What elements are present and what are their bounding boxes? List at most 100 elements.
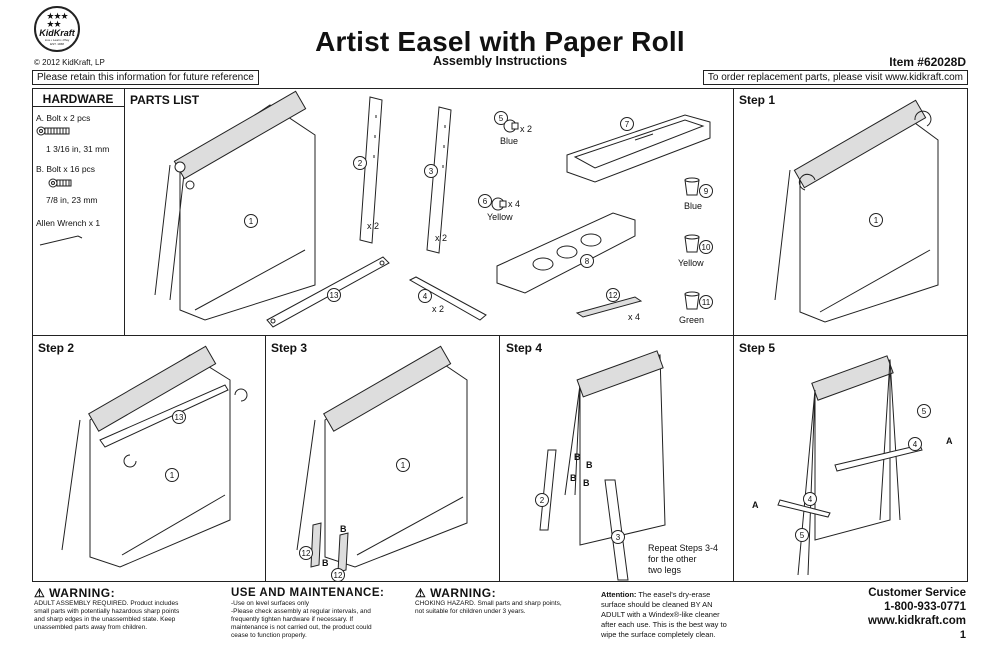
customer-service-phone: 1-800-933-0771 (884, 601, 966, 613)
step-3-part-1: 1 (396, 458, 410, 472)
step-4-bolt-b-4: B (583, 478, 590, 488)
part-12-qty: x 4 (628, 312, 641, 322)
attention-text: Attention: The easel's dry-erase surface… (601, 590, 771, 640)
tray-8-drawing (496, 212, 636, 294)
bracket-12-drawing (575, 296, 643, 318)
step-4-note-2: for the other (648, 554, 697, 564)
step-5-part-5a: 5 (917, 404, 931, 418)
item-number: Item #62028D (889, 55, 966, 69)
hardware-a-size: 1 3/16 in, 31 mm (46, 144, 110, 154)
part-4-number: 4 (418, 289, 432, 303)
logo-est: EST. 1968 (50, 42, 64, 46)
attention-line: The easel's dry-erase (636, 590, 711, 599)
warning-1-line: ADULT ASSEMBLY REQUIRED. Product include… (34, 600, 179, 607)
customer-service-website[interactable]: www.kidkraft.com (868, 615, 966, 627)
hardware-title: HARDWARE (42, 92, 114, 106)
step-1-part-number: 1 (869, 213, 883, 227)
step-4-title: Step 4 (506, 341, 543, 355)
step-5-title: Step 5 (739, 341, 776, 355)
hardware-tool-label: Allen Wrench x 1 (36, 218, 101, 228)
logo-name: KidKraft (39, 28, 75, 38)
parts-list-title: PARTS LIST (130, 93, 200, 107)
step-3-part-12b: 12 (331, 568, 345, 582)
step-4-bolt-b-3: B (570, 473, 577, 483)
part-12-number: 12 (606, 288, 620, 302)
part-8-number: 8 (580, 254, 594, 268)
divider-step2 (265, 335, 266, 582)
hardware-a-label: A. Bolt x 2 pcs (36, 113, 91, 123)
knob-6-icon (491, 197, 507, 211)
allen-wrench-icon (39, 235, 83, 246)
step-5-drawing (777, 355, 923, 576)
knob-5-icon (503, 119, 519, 133)
part-4-qty: x 2 (432, 304, 445, 314)
part-4-drawing (408, 276, 487, 321)
part-2-number: 2 (353, 156, 367, 170)
use-line: -Use on level surfaces only (231, 600, 310, 607)
cup-10-icon (684, 234, 700, 253)
hardware-b-size: 7/8 in, 23 mm (46, 195, 98, 205)
step-5-bolt-a-right: A (946, 436, 953, 446)
warning-1-line: and sharp edges in the unassembled state… (34, 616, 176, 623)
part-5-number: 5 (494, 111, 508, 125)
attention-line: wipe the surface completely clean. (601, 630, 716, 639)
step-5-part-4a: 4 (908, 437, 922, 451)
use-line: maintenance is not carried out, the prod… (231, 624, 372, 631)
part-9-number: 9 (699, 184, 713, 198)
warning-1-line: small parts with potentially hazardous s… (34, 608, 180, 615)
customer-service-block: Customer Service 1-800-933-0771 www.kidk… (868, 586, 966, 628)
use-maintenance-text: -Use on level surfaces only -Please chec… (231, 600, 411, 640)
step-5-part-4b: 4 (803, 492, 817, 506)
warning-2-title: ⚠ WARNING: (415, 586, 497, 600)
step-2-part-13: 13 (172, 410, 186, 424)
step-1-title: Step 1 (739, 93, 776, 107)
part-10-number: 10 (699, 240, 713, 254)
divider-step3 (499, 335, 500, 582)
bolt-a-icon (36, 126, 70, 136)
step-3-part-12a: 12 (299, 546, 313, 560)
page-title: Artist Easel with Paper Roll (315, 26, 685, 57)
part-3-qty: x 2 (435, 233, 448, 243)
divider-hardware (124, 88, 125, 335)
part-5-color: Blue (500, 136, 519, 146)
step-4-part-3: 3 (611, 530, 625, 544)
cup-9-icon (684, 177, 700, 196)
step-4-note-1: Repeat Steps 3-4 (648, 543, 719, 553)
step-1-drawing (774, 99, 939, 323)
hardware-divider (32, 106, 124, 107)
kidkraft-logo: ★★★★★ KidKraft Live • Learn • Play EST. … (34, 6, 80, 52)
customer-service-label: Customer Service (868, 587, 966, 599)
part-11-color: Green (679, 315, 705, 325)
divider-row (32, 335, 968, 336)
hardware-b-label: B. Bolt x 16 pcs (36, 164, 96, 174)
part-9-color: Blue (684, 201, 703, 211)
part-1-number: 1 (244, 214, 258, 228)
part-3-drawing (426, 106, 452, 254)
bolt-b-icon (48, 178, 72, 188)
attention-line: after each use. This is the best way to (601, 620, 727, 629)
part-13-number: 13 (327, 288, 341, 302)
attention-line: surface should be cleaned BY AN (601, 600, 713, 609)
part-6-color: Yellow (487, 212, 513, 222)
part-11-number: 11 (699, 295, 713, 309)
part-6-number: 6 (478, 194, 492, 208)
step-5-bolt-a-left: A (752, 500, 759, 510)
step-2-part-1: 1 (165, 468, 179, 482)
warning-2-line: CHOKING HAZARD. Small parts and sharp po… (415, 600, 562, 607)
step-2-drawing (61, 345, 248, 568)
cup-11-icon (684, 291, 700, 310)
logo-stars-icon: ★★★★★ (46, 11, 68, 29)
part-2-qty: x 2 (367, 221, 380, 231)
use-line: -Please check assembly at regular interv… (231, 608, 371, 615)
step-4-note-3: two legs (648, 565, 682, 575)
order-notice: To order replacement parts, please visit… (702, 70, 968, 85)
part-10-color: Yellow (678, 258, 704, 268)
step-5-part-5b: 5 (795, 528, 809, 542)
step-3-title: Step 3 (271, 341, 308, 355)
part-5-qty: x 2 (520, 124, 533, 134)
warning-2-line: not suitable for children under 3 years. (415, 608, 526, 615)
attention-line: ADULT with a Windex®-like cleaner (601, 610, 720, 619)
use-maintenance-title: USE AND MAINTENANCE: (231, 587, 385, 599)
copyright: © 2012 KidKraft, LP (34, 58, 105, 67)
step-4-bolt-b-2: B (586, 460, 593, 470)
